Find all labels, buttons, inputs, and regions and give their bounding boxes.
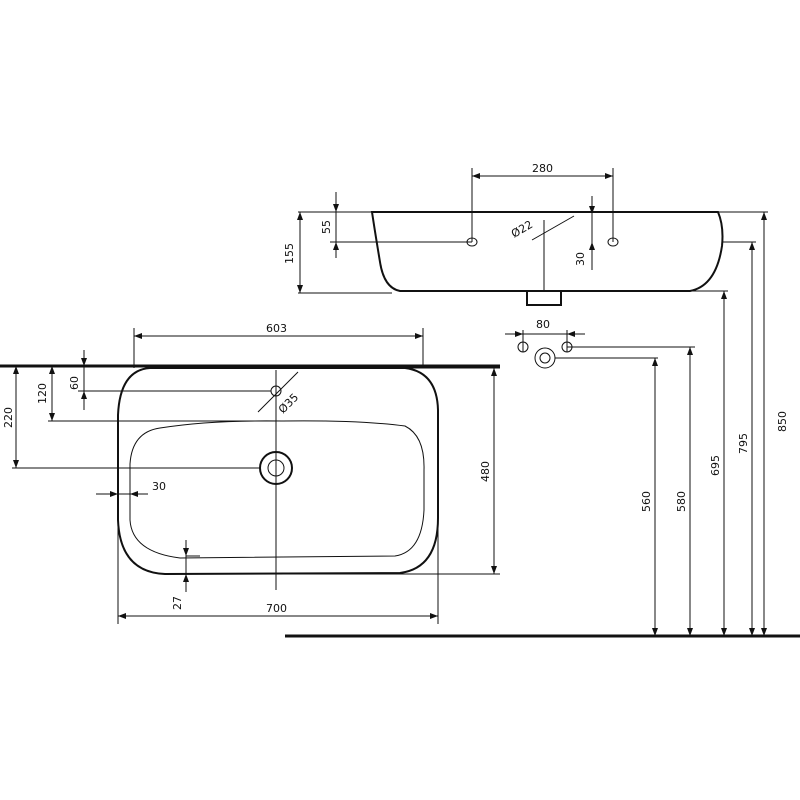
dim-label-80: 80	[536, 318, 550, 331]
height-dimensions: 560 580 695 795 850	[285, 211, 800, 638]
dim-label-27: 27	[171, 596, 184, 610]
dim-label-695: 695	[709, 455, 722, 476]
dim-label-560: 560	[640, 491, 653, 512]
dim-label-850: 850	[776, 411, 789, 432]
dim-label-580: 580	[675, 491, 688, 512]
tap-detail-view: 80	[505, 318, 695, 369]
dim-label-480: 480	[479, 461, 492, 482]
dim-label-155: 155	[283, 243, 296, 264]
dim-label-795: 795	[737, 433, 750, 454]
dim-label-30-plan: 30	[152, 480, 166, 493]
front-elevation-view: 280 Ø22 30 55 155	[283, 162, 724, 306]
plan-view: 603 220 120 60 Ø35 480 30	[0, 322, 500, 624]
basin-front-outline	[370, 211, 724, 292]
dim-label-220: 220	[2, 407, 15, 428]
dim-label-700: 700	[266, 602, 287, 615]
dim-label-55: 55	[320, 220, 333, 234]
basin-plan-outer	[117, 367, 439, 576]
dim-label-120: 120	[36, 383, 49, 404]
dim-label-60: 60	[68, 376, 81, 390]
basin-plan-inner	[129, 420, 425, 559]
dim-label-603: 603	[266, 322, 287, 335]
dim-label-30-top: 30	[574, 252, 587, 266]
waste-outlet-front	[526, 290, 562, 306]
dim-label-dia22: Ø22	[509, 218, 535, 241]
dim-label-280: 280	[532, 162, 553, 175]
